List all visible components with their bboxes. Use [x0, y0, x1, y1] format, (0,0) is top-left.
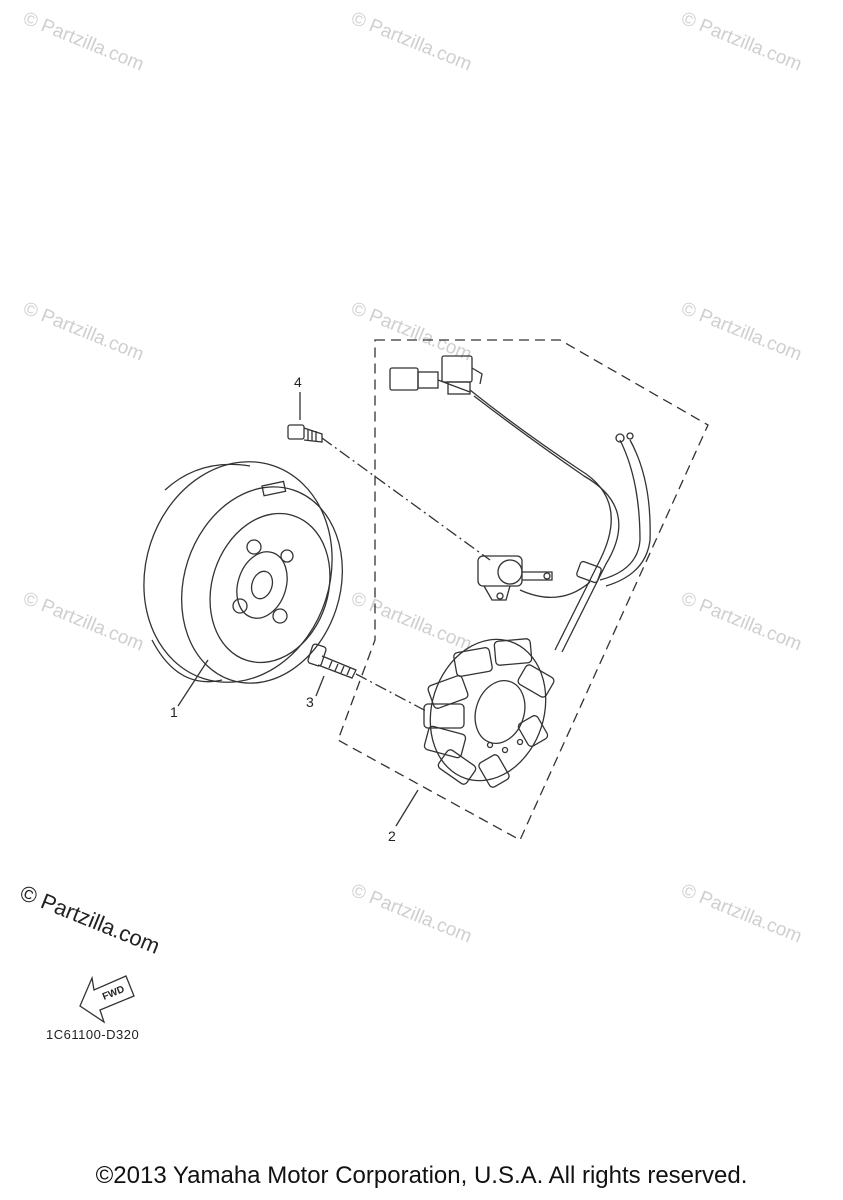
pickup-coil: [477, 555, 553, 601]
callout-1: 1: [170, 704, 178, 720]
stator-coil: [423, 638, 555, 788]
fwd-arrow-label: FWD: [101, 984, 126, 1003]
connector-small: [389, 367, 471, 393]
stator-assembly-outline: [337, 339, 709, 841]
bolt-4: [287, 424, 323, 443]
wiring-harness: [469, 389, 651, 653]
callout-2: 2: [388, 828, 396, 844]
callout-3: 3: [306, 694, 314, 710]
bolt-3: [307, 643, 357, 679]
fwd-arrow: [79, 975, 135, 1024]
flywheel-rotor: [143, 461, 344, 684]
diagram-code: 1C61100-D320: [46, 1027, 140, 1042]
copyright-notice: ©2013 Yamaha Motor Corporation, U.S.A. A…: [95, 1162, 748, 1189]
callout-4: 4: [294, 374, 302, 390]
connector-large: [441, 355, 483, 395]
